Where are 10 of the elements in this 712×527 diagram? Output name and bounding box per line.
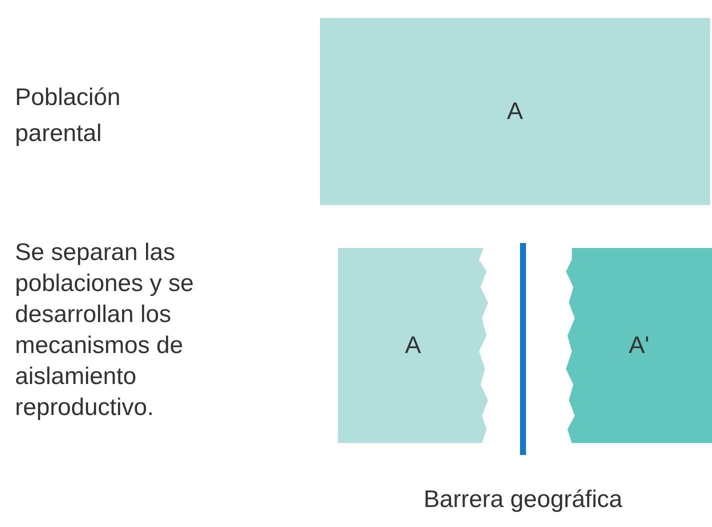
barrier-caption: Barrera geográfica <box>422 485 624 515</box>
barrier-bar <box>520 243 526 455</box>
population-label: A <box>404 332 421 360</box>
row-description: Se separan las poblaciones y se desarrollan los mecanismos de aislamiento reproductivo. <box>15 238 195 423</box>
row-description: Población parental <box>15 83 122 149</box>
population-label: A' <box>628 332 650 360</box>
population-box <box>566 248 712 443</box>
population-label: A <box>506 98 523 126</box>
population-box <box>320 18 710 205</box>
population-box <box>338 248 488 443</box>
